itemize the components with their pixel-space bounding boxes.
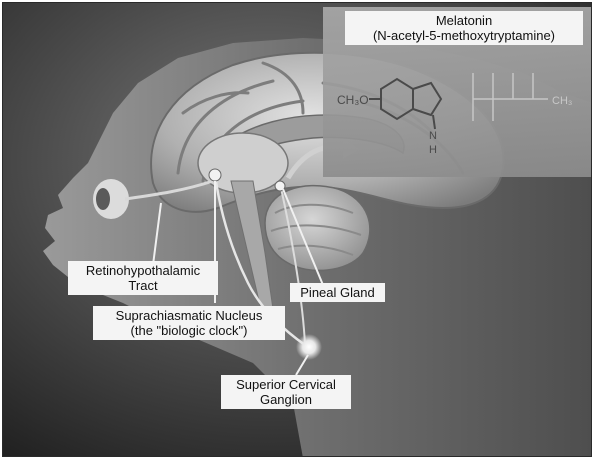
methyl-text: CH₃ — [552, 95, 572, 107]
scg-line2: Ganglion — [225, 392, 347, 407]
scg-line1: Superior Cervical — [225, 377, 347, 392]
melatonin-title-label: Melatonin (N-acetyl-5-methoxytryptamine) — [345, 11, 583, 45]
scn-marker — [209, 169, 221, 181]
ganglion-glow — [296, 334, 322, 360]
eye-pupil — [96, 188, 110, 210]
retinohypothalamic-tract-label: Retinohypothalamic Tract — [68, 261, 218, 295]
methoxy-text: CH₃O — [337, 93, 369, 107]
amine-n-text: N — [429, 130, 437, 142]
retino-line1: Retinohypothalamic — [72, 263, 214, 278]
scn-line2: (the "biologic clock") — [97, 323, 281, 338]
amine-h-text: H — [429, 144, 437, 156]
scn-line1: Suprachiasmatic Nucleus — [97, 308, 281, 323]
superior-cervical-ganglion-label: Superior Cervical Ganglion — [221, 375, 351, 409]
suprachiasmatic-nucleus-label: Suprachiasmatic Nucleus (the "biologic c… — [93, 306, 285, 340]
melatonin-subtitle: (N-acetyl-5-methoxytryptamine) — [349, 28, 579, 43]
melatonin-title: Melatonin — [349, 13, 579, 28]
pineal-gland-label: Pineal Gland — [290, 283, 385, 302]
retino-line2: Tract — [72, 278, 214, 293]
pineal-text: Pineal Gland — [294, 285, 381, 300]
